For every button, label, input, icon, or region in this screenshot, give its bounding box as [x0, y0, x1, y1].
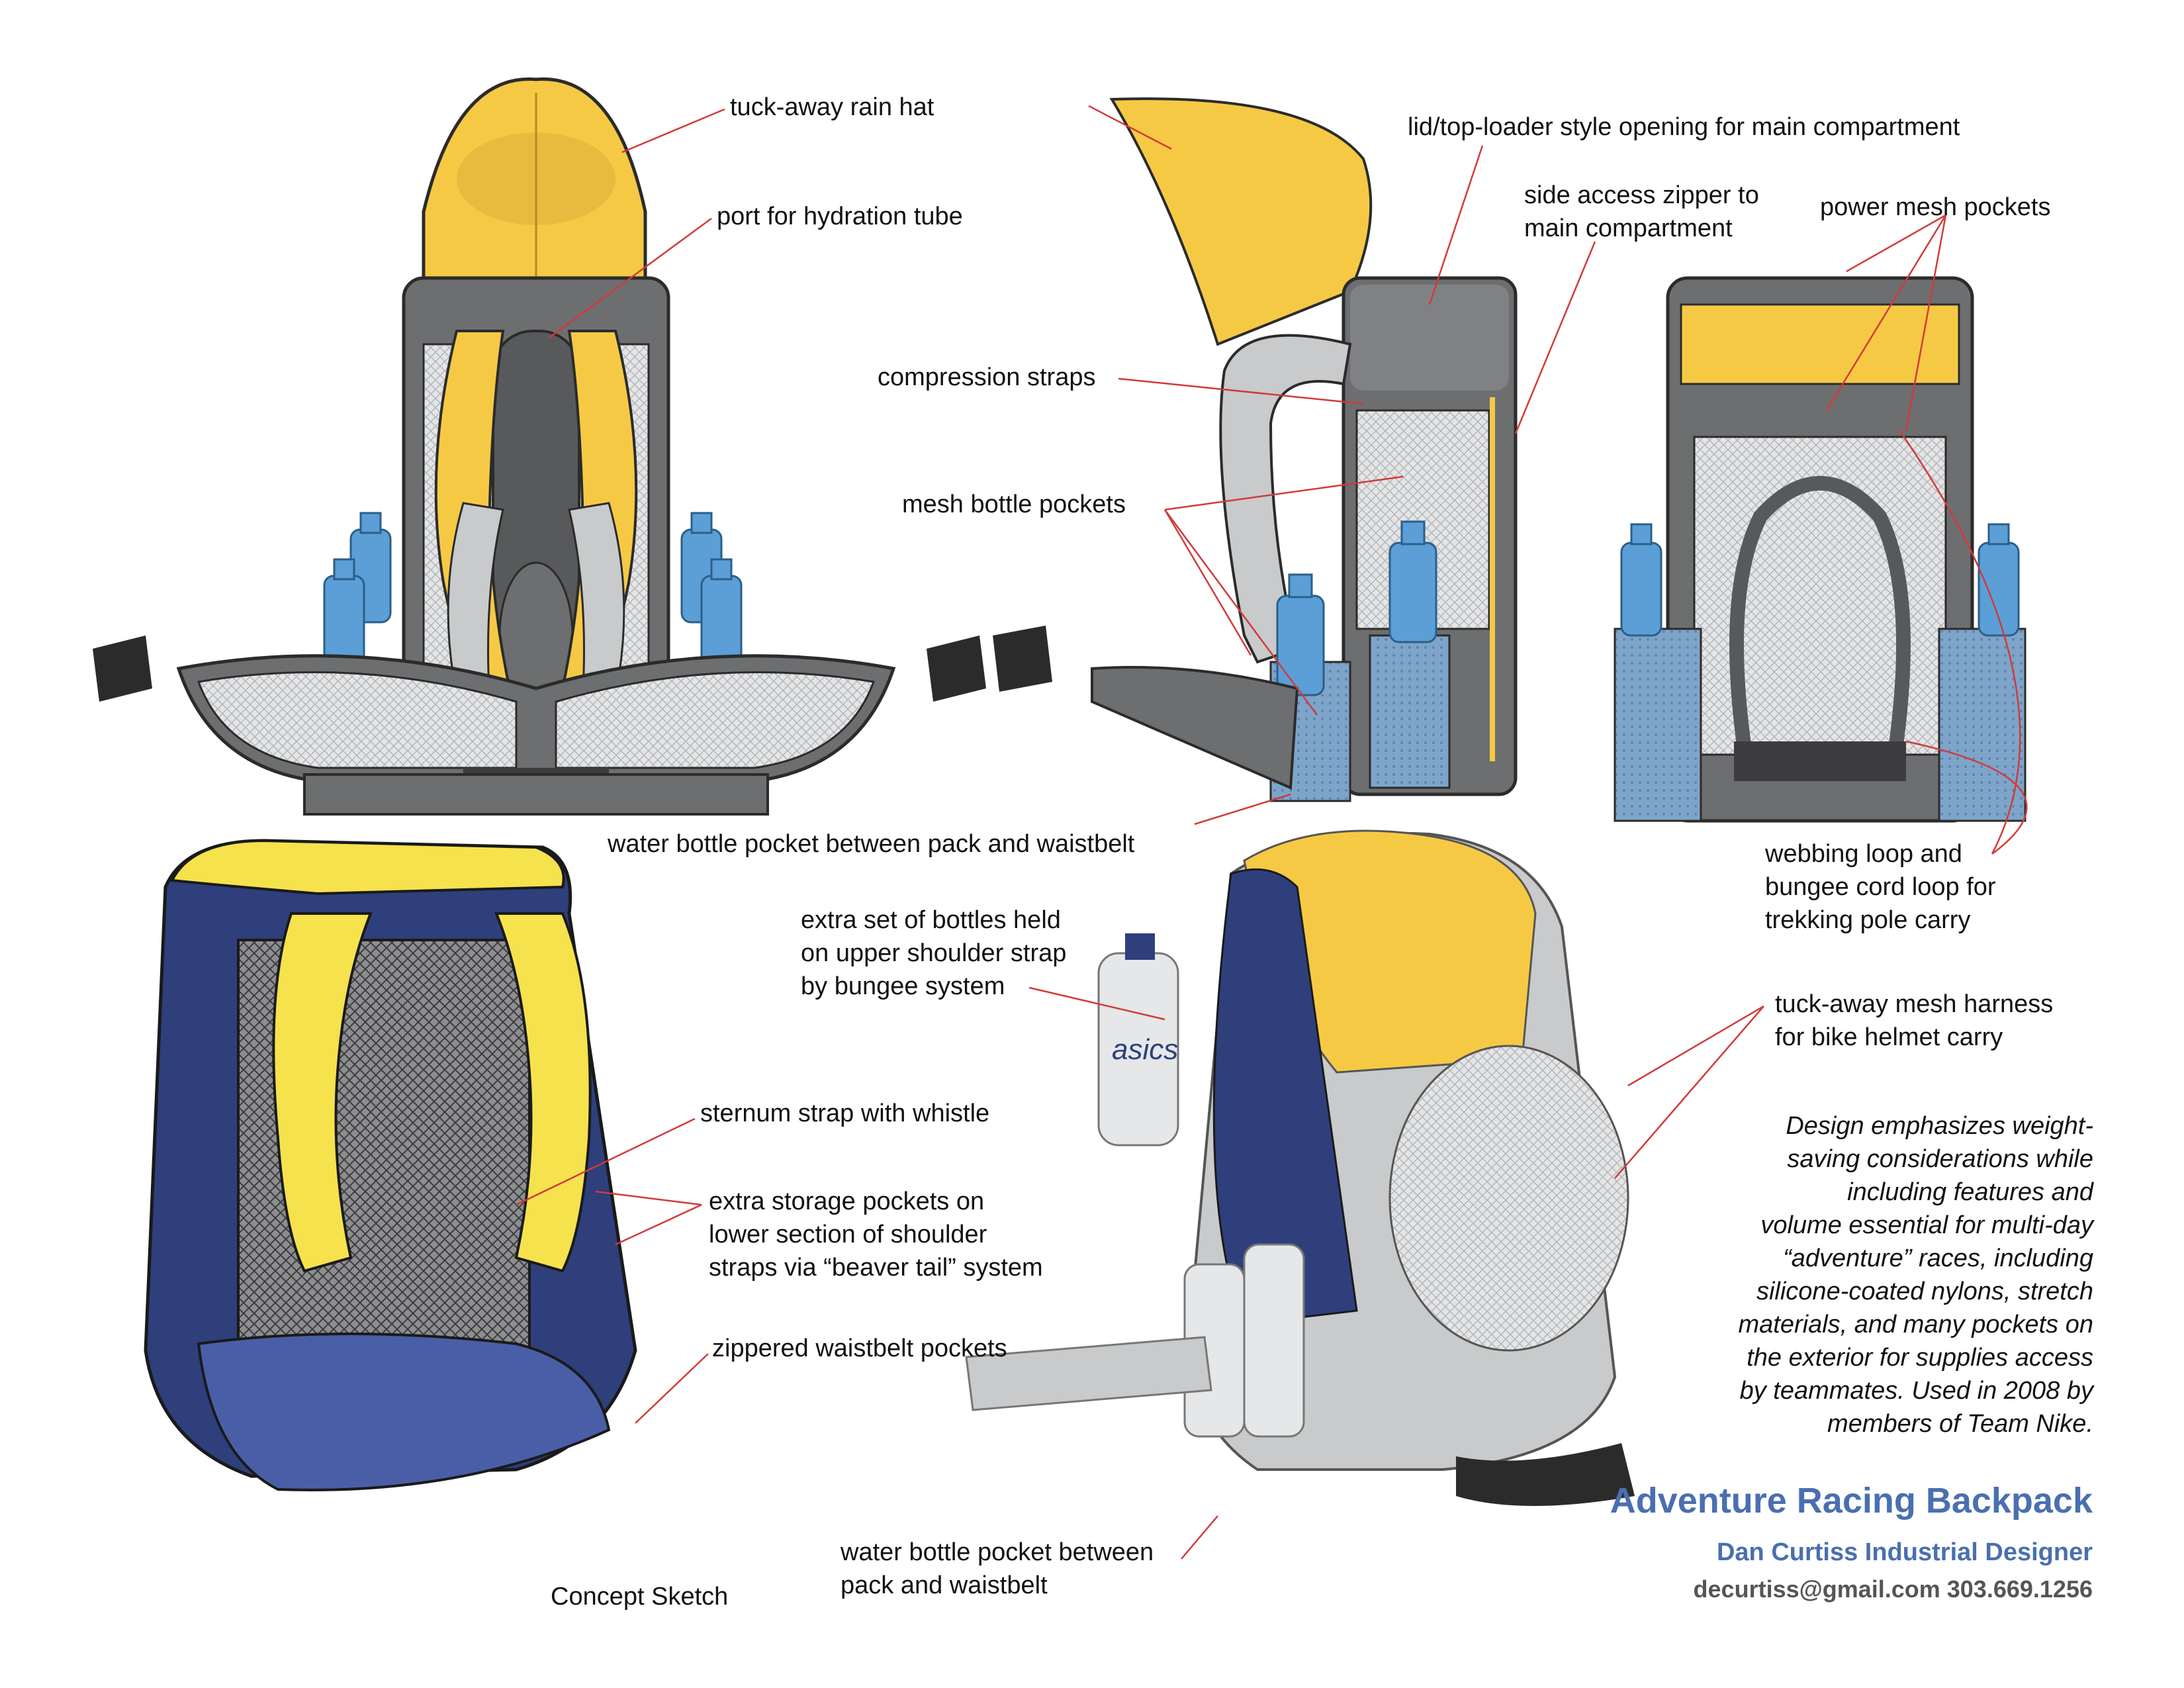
label-side-zipper-line2: main compartment	[1524, 214, 1733, 242]
label-side-zipper-line1: side access zipper to	[1524, 181, 1759, 209]
label-mesh-bottle-pockets: mesh bottle pockets	[902, 491, 1126, 518]
description-line: including features and	[1847, 1178, 2093, 1206]
label-lid-opening: lid/top-loader style opening for main co…	[1408, 113, 1960, 141]
front-view-drawing	[1614, 276, 2026, 823]
label-rain-hat: tuck-away rain hat	[730, 93, 934, 121]
label-compression-straps: compression straps	[878, 363, 1096, 391]
label-webbing-loop-line2: bungee cord loop for	[1765, 873, 1996, 901]
label-storage-pockets-line2: lower section of shoulder	[709, 1221, 987, 1248]
description-line: saving considerations while	[1787, 1145, 2093, 1173]
label-helmet-harness-line2: for bike helmet carry	[1775, 1023, 2003, 1051]
description-line: members of Team Nike.	[1827, 1410, 2093, 1438]
designer-contact: decurtiss@gmail.com 303.669.1256	[1693, 1575, 2093, 1603]
concept-sketch-drawing	[144, 839, 637, 1491]
lid-rain-hat-shape	[1109, 97, 1373, 346]
label-concept-sketch: Concept Sketch	[551, 1583, 729, 1611]
bottle-brand-mark: asics	[1112, 1033, 1178, 1066]
label-extra-bottles-line2: on upper shoulder strap	[801, 939, 1067, 967]
description-line: Design emphasizes weight-	[1786, 1112, 2093, 1140]
label-bottle-pocket2-line2: pack and waistbelt	[841, 1571, 1048, 1599]
description-line: by teammates. Used in 2008 by	[1739, 1377, 2093, 1405]
product-photo: asics	[965, 829, 1635, 1506]
project-title: Adventure Racing Backpack	[1610, 1481, 2093, 1521]
label-extra-bottles-line3: by bungee system	[801, 972, 1005, 1000]
label-waistbelt-pockets: zippered waistbelt pockets	[712, 1335, 1007, 1362]
label-storage-pockets-line1: extra storage pockets on	[709, 1188, 985, 1215]
label-webbing-loop-line1: webbing loop and	[1765, 840, 1962, 868]
description-line: “adventure” races, including	[1783, 1244, 2093, 1272]
description-line: silicone-coated nylons, stretch	[1756, 1278, 2093, 1305]
label-sternum-strap: sternum strap with whistle	[700, 1100, 990, 1127]
designer-name: Dan Curtiss Industrial Designer	[1716, 1538, 2093, 1566]
label-storage-pockets-line3: straps via “beaver tail” system	[709, 1254, 1043, 1282]
label-webbing-loop-line3: trekking pole carry	[1765, 906, 1971, 934]
label-extra-bottles-line1: extra set of bottles held	[801, 906, 1061, 934]
description-line: materials, and many pockets on	[1738, 1311, 2094, 1338]
back-view-drawing	[93, 77, 986, 816]
label-power-mesh-pockets: power mesh pockets	[1820, 193, 2051, 221]
label-hydration-port: port for hydration tube	[717, 203, 963, 230]
label-bottle-pocket2-line1: water bottle pocket between	[841, 1538, 1154, 1566]
design-description: Design emphasizes weight- saving conside…	[1670, 1109, 2094, 1440]
side-view-drawing	[993, 97, 1518, 802]
label-helmet-harness-line1: tuck-away mesh harness	[1775, 990, 2054, 1018]
label-bottle-pocket-waistbelt: water bottle pocket between pack and wai…	[608, 830, 1135, 858]
description-line: the exterior for supplies access	[1747, 1344, 2093, 1372]
description-line: volume essential for multi-day	[1760, 1211, 2093, 1239]
leader-lines	[516, 105, 2028, 1560]
